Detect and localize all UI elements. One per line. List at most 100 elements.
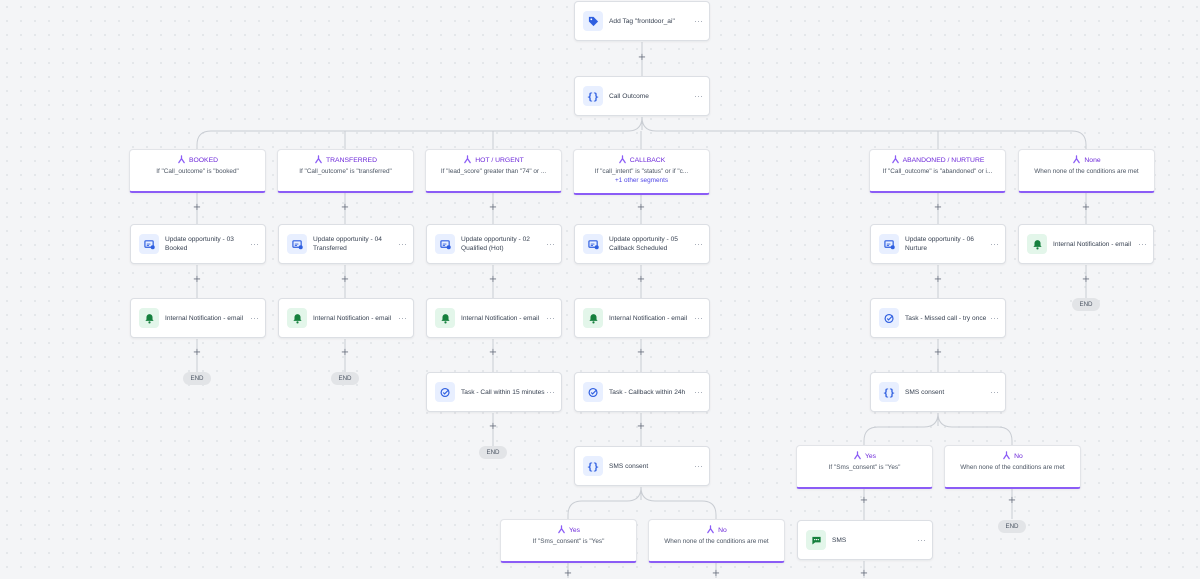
action-node-add-tag[interactable]: Add Tag "frontdoor_ai" ··· (574, 1, 710, 41)
action-node-label: SMS consent (905, 388, 945, 396)
action-node-upd-hot[interactable]: Update opportunity - 02 Qualified (Hot) … (426, 224, 562, 264)
action-node-label: Internal Notification - email (313, 314, 392, 322)
add-step-button[interactable]: + (1081, 202, 1091, 213)
action-node-notif-transferred[interactable]: Internal Notification - email ··· (278, 298, 414, 338)
branch-booked[interactable]: BOOKED If "Call_outcome" is "booked" (129, 149, 266, 193)
add-step-button[interactable]: + (859, 568, 869, 579)
action-node-task-15[interactable]: Task - Call within 15 minutes ··· (426, 372, 562, 412)
branch-no-r[interactable]: No When none of the conditions are met (944, 445, 1081, 489)
action-node-label: Task - Call within 15 minutes (461, 388, 545, 396)
add-step-button[interactable]: + (636, 421, 646, 432)
more-options-icon[interactable]: ··· (250, 313, 259, 323)
more-options-icon[interactable]: ··· (694, 313, 703, 323)
action-node-call-outcome[interactable]: {} Call Outcome ··· (574, 76, 710, 116)
branch-icon (706, 524, 715, 536)
add-step-button[interactable]: + (488, 347, 498, 358)
branch-title: TRANSFERRED (326, 156, 377, 164)
bell-icon (583, 308, 603, 328)
add-step-button[interactable]: + (488, 274, 498, 285)
branch-title: HOT / URGENT (475, 156, 524, 164)
more-options-icon[interactable]: ··· (398, 313, 407, 323)
add-step-button[interactable]: + (488, 202, 498, 213)
branch-yes-l[interactable]: Yes If "Sms_consent" is "Yes" (500, 519, 637, 563)
action-node-notif-booked[interactable]: Internal Notification - email ··· (130, 298, 266, 338)
add-step-button[interactable]: + (1081, 274, 1091, 285)
action-node-label: Update opportunity - 06 Nurture (905, 236, 974, 252)
add-step-button[interactable]: + (192, 347, 202, 358)
add-step-button[interactable]: + (1007, 495, 1017, 506)
branch-condition: If "lead_score" greater than "74" or ... (440, 168, 547, 175)
add-step-button[interactable]: + (340, 274, 350, 285)
branch-condition: If "Sms_consent" is "Yes" (532, 538, 605, 545)
action-node-task-24[interactable]: Task - Callback within 24h ··· (574, 372, 710, 412)
code-braces-icon: {} (879, 382, 899, 402)
more-options-icon[interactable]: ··· (1138, 239, 1147, 249)
action-node-upd-callback[interactable]: Update opportunity - 05 Callback Schedul… (574, 224, 710, 264)
add-step-button[interactable]: + (859, 495, 869, 506)
branch-title: BOOKED (188, 156, 219, 164)
branch-hot[interactable]: HOT / URGENT If "lead_score" greater tha… (425, 149, 562, 193)
opportunity-icon (879, 234, 899, 254)
opportunity-icon (435, 234, 455, 254)
bell-icon (139, 308, 159, 328)
action-node-sms-consent-l[interactable]: {} SMS consent ··· (574, 446, 710, 486)
action-node-label: Update opportunity - 04 Transferred (313, 236, 382, 252)
branch-callback[interactable]: CALLBACK If "call_intent" is "status" or… (573, 149, 710, 195)
branch-yes-r[interactable]: Yes If "Sms_consent" is "Yes" (796, 445, 933, 489)
branch-no-l[interactable]: No When none of the conditions are met (648, 519, 785, 563)
branch-transferred[interactable]: TRANSFERRED If "Call_outcome" is "transf… (277, 149, 414, 193)
add-step-button[interactable]: + (933, 347, 943, 358)
other-segments-link[interactable]: +1 other segments (614, 177, 669, 184)
add-step-button[interactable]: + (192, 202, 202, 213)
action-node-notif-callback[interactable]: Internal Notification - email ··· (574, 298, 710, 338)
branch-title: No (718, 526, 727, 534)
action-node-label: Task - Callback within 24h (609, 388, 686, 396)
more-options-icon[interactable]: ··· (917, 535, 926, 545)
end-marker: END (183, 371, 211, 385)
action-node-sms[interactable]: SMS ··· (797, 520, 933, 560)
more-options-icon[interactable]: ··· (250, 239, 259, 249)
add-step-button[interactable]: + (933, 274, 943, 285)
more-options-icon[interactable]: ··· (546, 239, 555, 249)
branch-icon (853, 450, 862, 462)
more-options-icon[interactable]: ··· (694, 239, 703, 249)
branch-condition: If "Call_outcome" is "booked" (156, 168, 239, 175)
branch-none[interactable]: None When none of the conditions are met (1018, 149, 1155, 193)
branch-title: None (1084, 156, 1101, 164)
add-step-button[interactable]: + (637, 52, 647, 63)
action-node-upd-transferred[interactable]: Update opportunity - 04 Transferred ··· (278, 224, 414, 264)
more-options-icon[interactable]: ··· (694, 461, 703, 471)
action-node-upd-nurture[interactable]: Update opportunity - 06 Nurture ··· (870, 224, 1006, 264)
more-options-icon[interactable]: ··· (398, 239, 407, 249)
action-node-label: SMS consent (609, 462, 649, 470)
add-step-button[interactable]: + (488, 421, 498, 432)
action-node-sms-consent-r[interactable]: {} SMS consent ··· (870, 372, 1006, 412)
more-options-icon[interactable]: ··· (694, 16, 703, 26)
more-options-icon[interactable]: ··· (546, 387, 555, 397)
action-node-task-missed[interactable]: Task - Missed call - try once ··· (870, 298, 1006, 338)
add-step-button[interactable]: + (636, 274, 646, 285)
action-node-notif-hot[interactable]: Internal Notification - email ··· (426, 298, 562, 338)
add-step-button[interactable]: + (636, 347, 646, 358)
more-options-icon[interactable]: ··· (546, 313, 555, 323)
action-node-notif-none[interactable]: Internal Notification - email ··· (1018, 224, 1154, 264)
more-options-icon[interactable]: ··· (990, 387, 999, 397)
more-options-icon[interactable]: ··· (990, 239, 999, 249)
add-step-button[interactable]: + (192, 274, 202, 285)
add-step-button[interactable]: + (340, 347, 350, 358)
add-step-button[interactable]: + (711, 568, 721, 579)
action-node-label: SMS (832, 536, 847, 544)
more-options-icon[interactable]: ··· (694, 91, 703, 101)
action-node-label: Internal Notification - email (1053, 240, 1132, 248)
add-step-button[interactable]: + (636, 202, 646, 213)
add-step-button[interactable]: + (933, 202, 943, 213)
add-step-button[interactable]: + (340, 202, 350, 213)
action-node-label: Update opportunity - 02 Qualified (Hot) (461, 236, 530, 252)
add-step-button[interactable]: + (563, 568, 573, 579)
action-node-upd-booked[interactable]: Update opportunity - 03 Booked ··· (130, 224, 266, 264)
branch-abandoned[interactable]: ABANDONED / NURTURE If "Call_outcome" is… (869, 149, 1006, 193)
more-options-icon[interactable]: ··· (694, 387, 703, 397)
more-options-icon[interactable]: ··· (990, 313, 999, 323)
action-node-label: Update opportunity - 05 Callback Schedul… (609, 236, 678, 252)
svg-text:{}: {} (883, 388, 895, 398)
